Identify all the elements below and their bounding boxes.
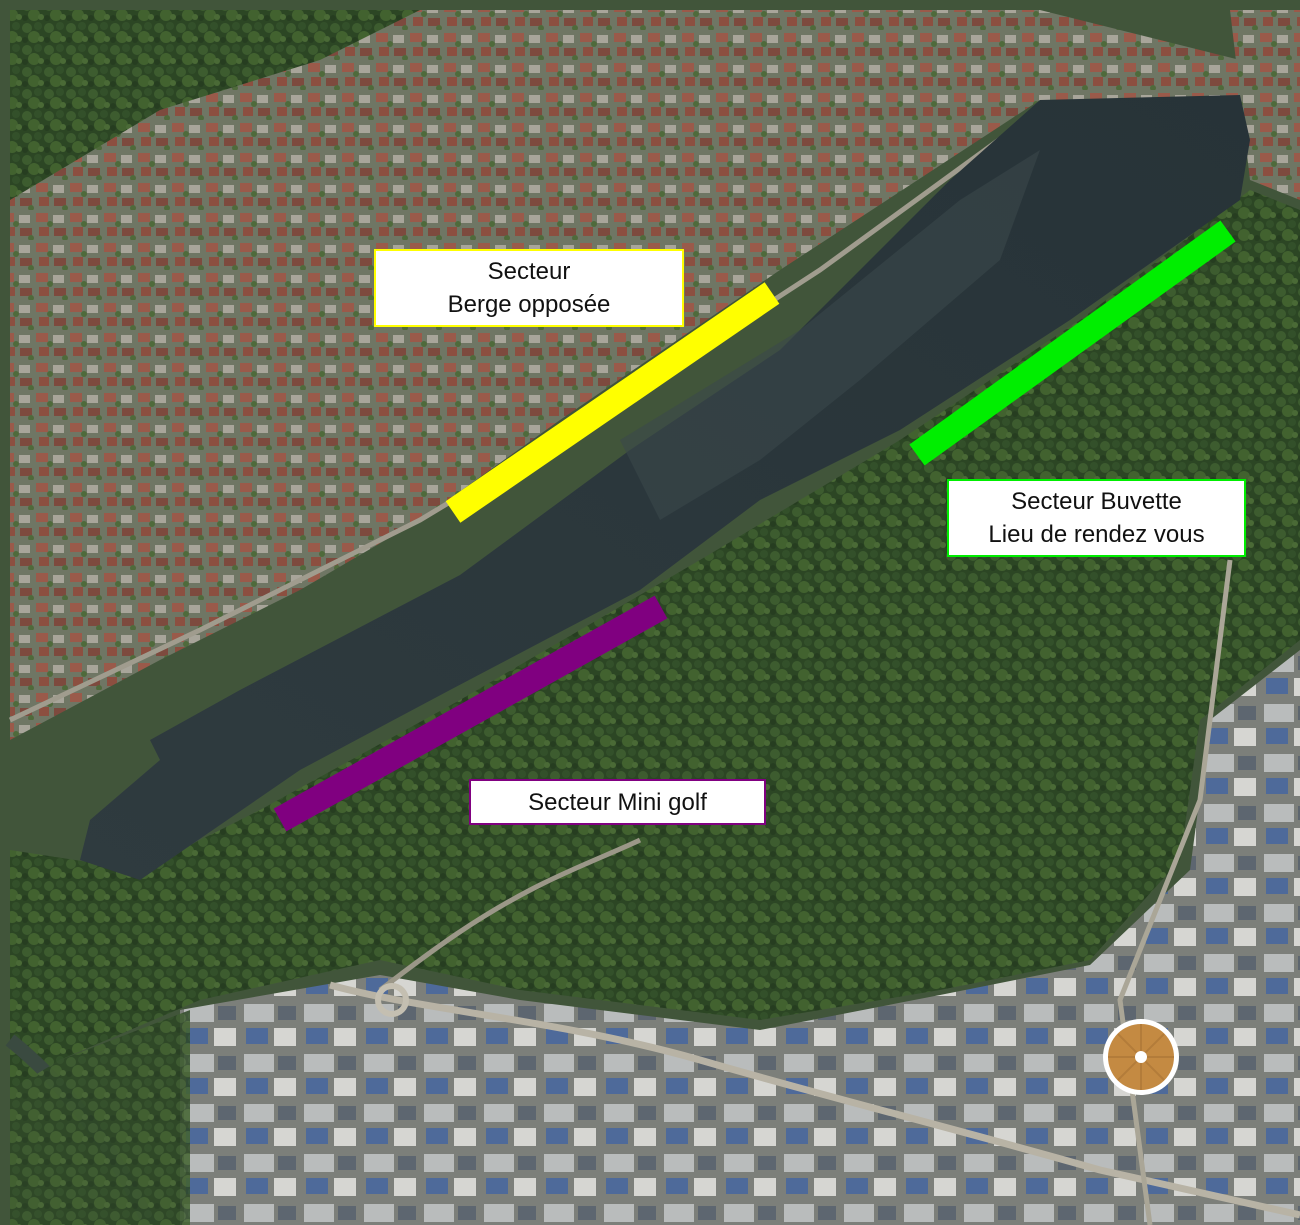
forest-southwest [10, 1010, 190, 1225]
road-forest [378, 837, 642, 992]
residential-area [10, 10, 1250, 740]
sector-minigolf-bar [273, 595, 668, 832]
sector-berge-bar [445, 282, 780, 523]
roundabout [375, 983, 409, 1017]
sector-minigolf-label-line-1: Secteur Mini golf [528, 788, 707, 816]
sector-berge-label-line-1: Secteur [487, 258, 571, 285]
sector-minigolf-label: Secteur Mini golf [469, 779, 766, 825]
forest-northwest [10, 10, 420, 200]
sector-berge-label: Secteur Berge opposée [374, 249, 684, 327]
industrial-area [180, 650, 1300, 1225]
lake-reflection [620, 150, 1040, 520]
location-pin-icon[interactable] [1103, 1019, 1179, 1095]
sector-buvette-label: Secteur Buvette Lieu de rendez vous [947, 479, 1246, 557]
sector-buvette-label-line-2: Lieu de rendez vous [988, 521, 1205, 548]
road-south [329, 981, 1300, 1219]
sector-buvette-label-line-1: Secteur Buvette [1011, 488, 1182, 515]
road-east [1117, 559, 1233, 1225]
sector-berge-label-line-2: Berge opposée [447, 291, 611, 318]
sector-buvette-bar [909, 220, 1236, 466]
